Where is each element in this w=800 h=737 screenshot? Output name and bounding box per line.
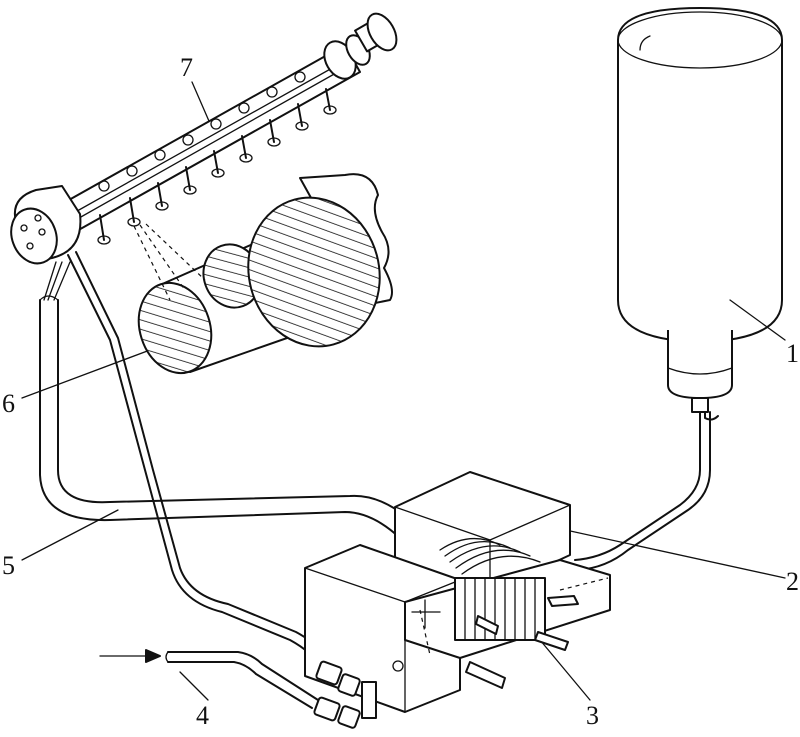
wire-bundle <box>439 537 541 575</box>
manifold-end-fitting <box>323 12 398 80</box>
couplings <box>313 660 377 729</box>
pump-unit <box>304 471 611 713</box>
nozzle-manifold <box>10 12 398 301</box>
label-part-7: 7 <box>180 53 193 82</box>
workpiece <box>137 173 393 375</box>
coolant-tank <box>574 7 783 571</box>
label-part-3: 3 <box>586 701 599 730</box>
label-part-2: 2 <box>786 567 799 596</box>
pump-fittings <box>465 595 579 689</box>
part-labels: 1 2 3 4 5 6 7 <box>2 53 799 730</box>
label-part-6: 6 <box>2 389 15 418</box>
label-part-1: 1 <box>786 339 799 368</box>
heat-exchanger-core <box>454 577 546 641</box>
label-part-5: 5 <box>2 551 15 580</box>
label-part-4: 4 <box>196 701 209 730</box>
nozzles <box>97 71 337 245</box>
inlet-pipe <box>99 649 319 709</box>
manifold-inlet-head <box>10 185 82 265</box>
